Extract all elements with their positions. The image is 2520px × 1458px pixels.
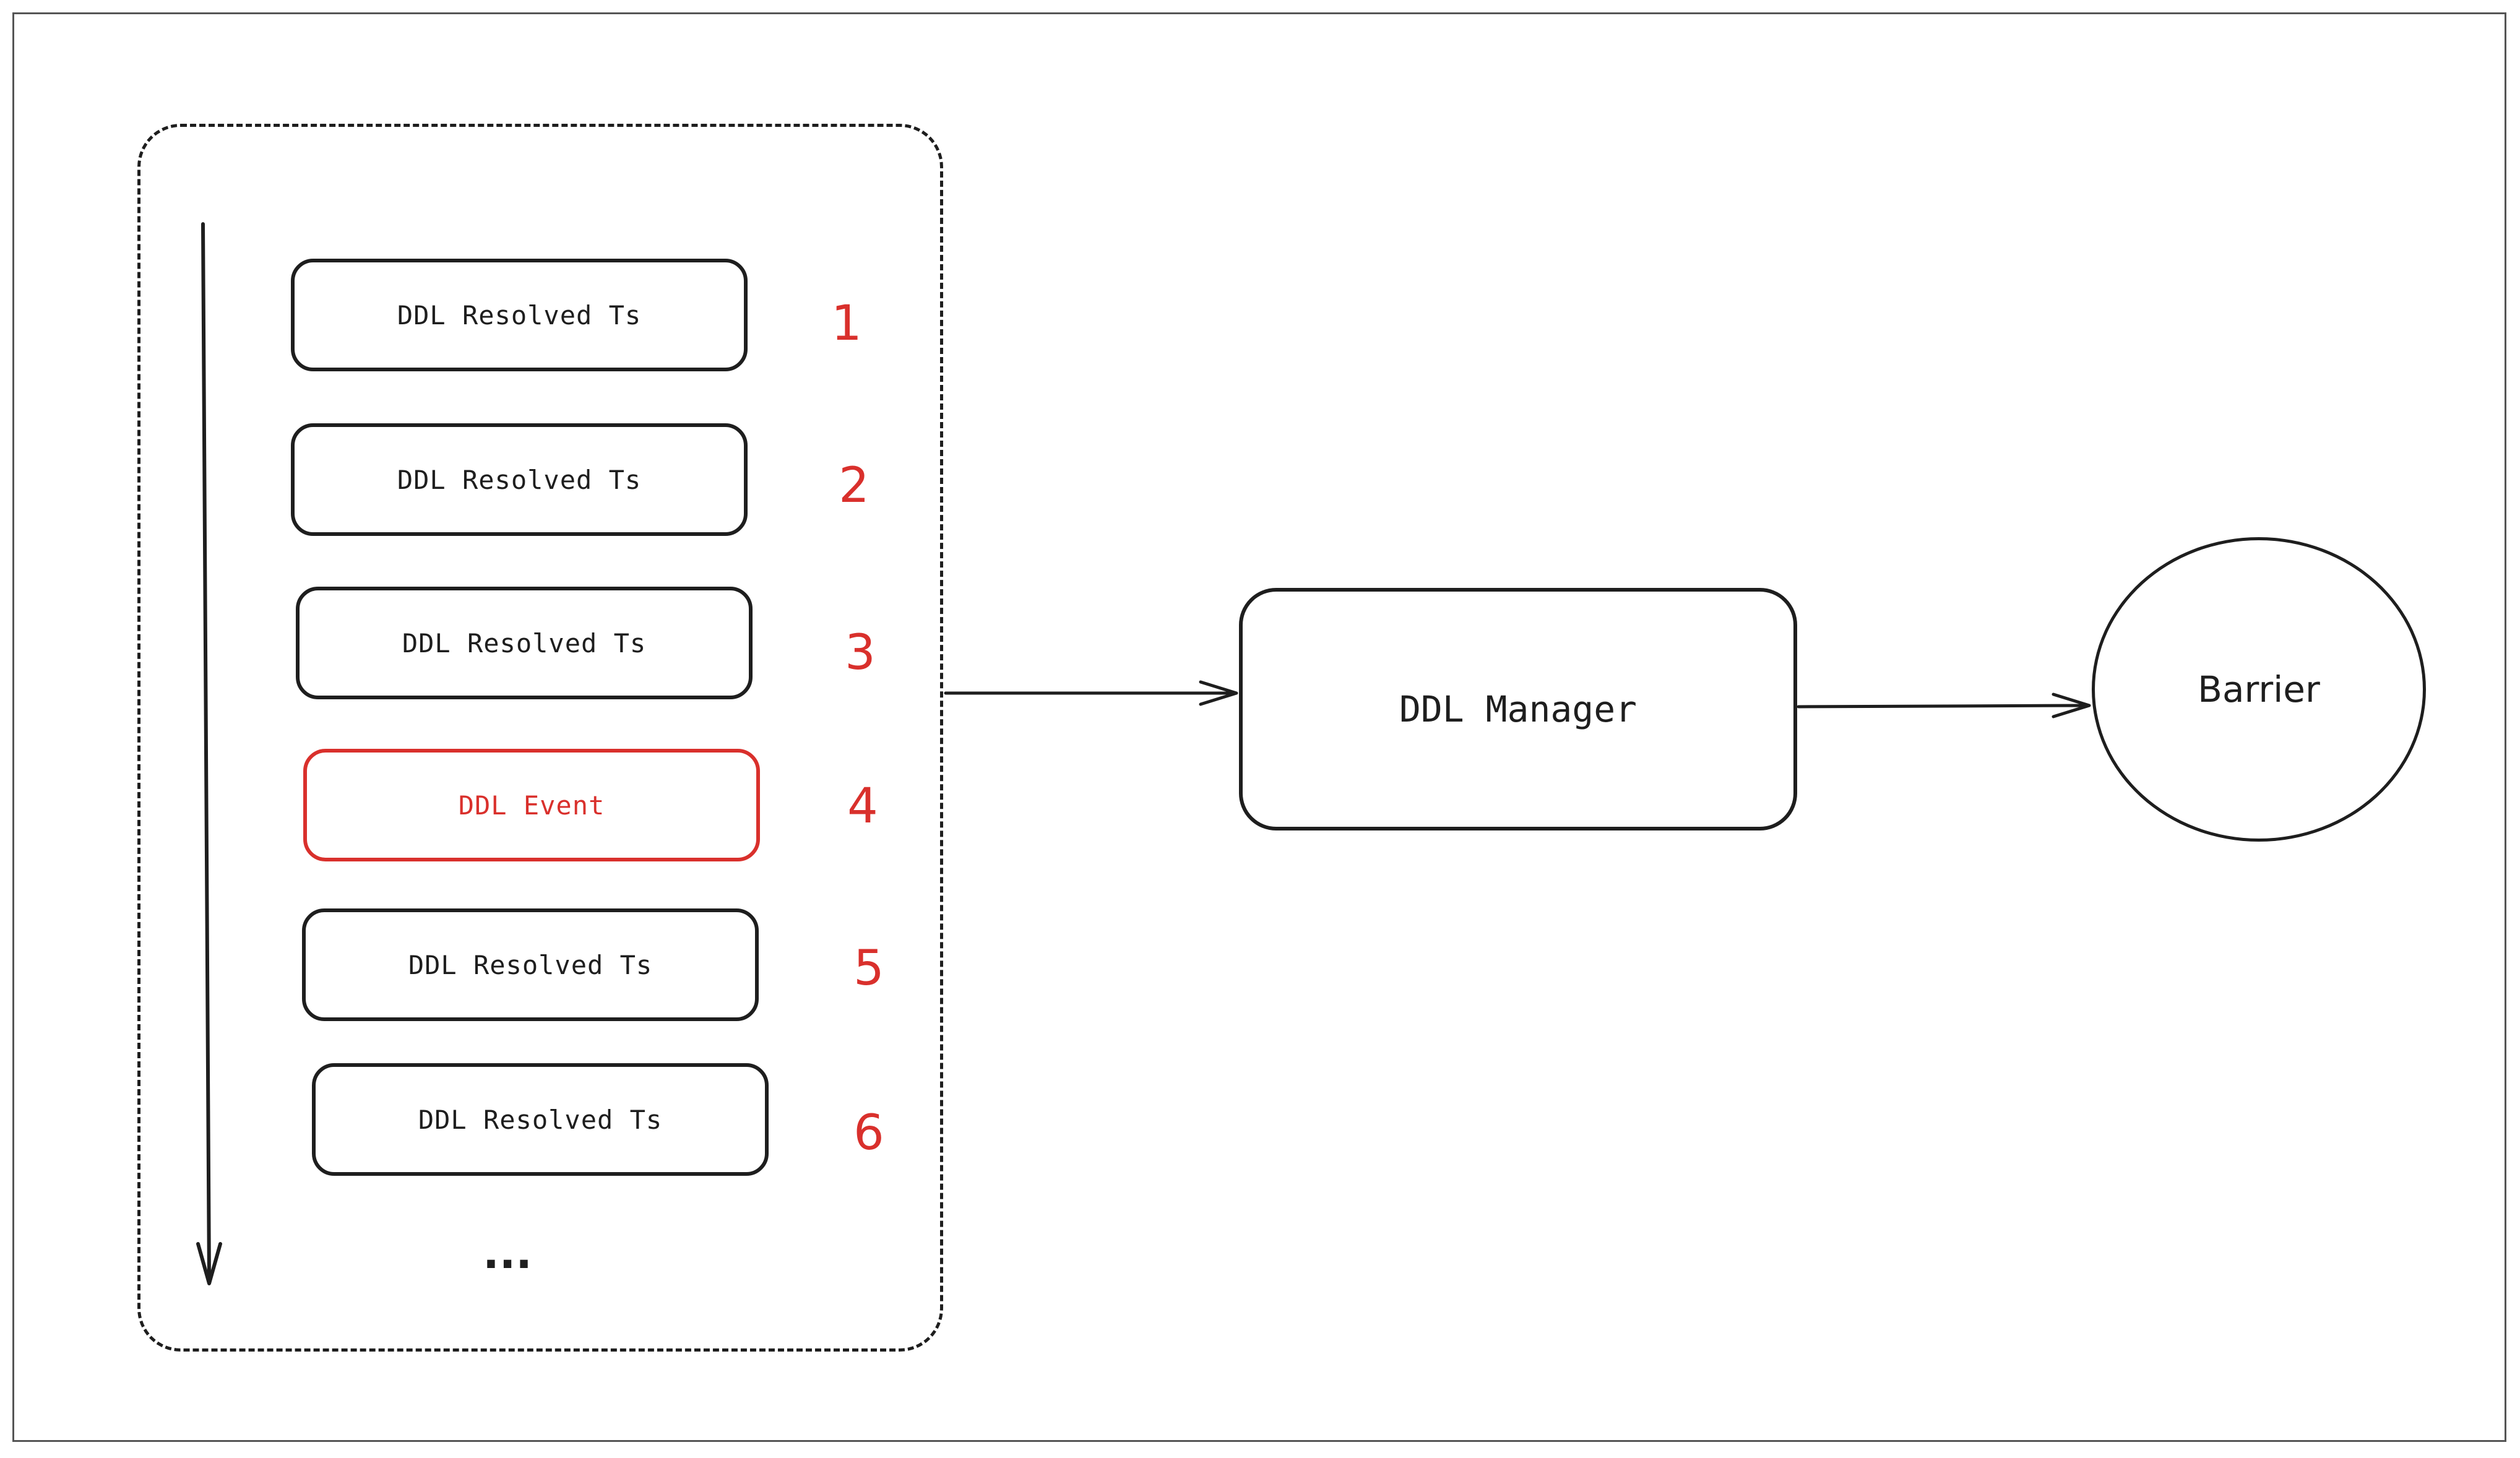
queue-item-label: DDL Resolved Ts [408,949,653,980]
queue-item-number-1: 1 [831,296,862,352]
diagram-frame [12,12,2506,1442]
barrier-label: Barrier [2198,668,2320,710]
queue-item-2: DDL Resolved Ts [291,423,748,536]
queue-item-label: DDL Resolved Ts [397,300,642,330]
queue-item-4-ddl-event: DDL Event [303,749,760,861]
queue-item-label: DDL Event [458,790,605,821]
queue-item-6: DDL Resolved Ts [312,1063,769,1176]
queue-item-label: DDL Resolved Ts [397,464,642,495]
queue-item-label: DDL Resolved Ts [402,628,647,658]
queue-item-number-3: 3 [845,625,876,681]
ddl-queue-container [137,124,943,1352]
queue-item-number-6: 6 [853,1105,884,1161]
queue-item-1: DDL Resolved Ts [291,259,748,371]
queue-item-3: DDL Resolved Ts [296,587,753,699]
ddl-manager-node: DDL Manager [1239,588,1797,830]
queue-item-number-4: 4 [847,779,878,834]
queue-item-number-5: 5 [853,941,884,996]
queue-item-number-2: 2 [839,458,869,514]
queue-item-5: DDL Resolved Ts [302,908,759,1021]
queue-item-label: DDL Resolved Ts [418,1104,663,1135]
ddl-manager-label: DDL Manager [1399,688,1638,730]
barrier-node: Barrier [2092,537,2426,842]
more-items-ellipsis: ... [483,1228,532,1279]
